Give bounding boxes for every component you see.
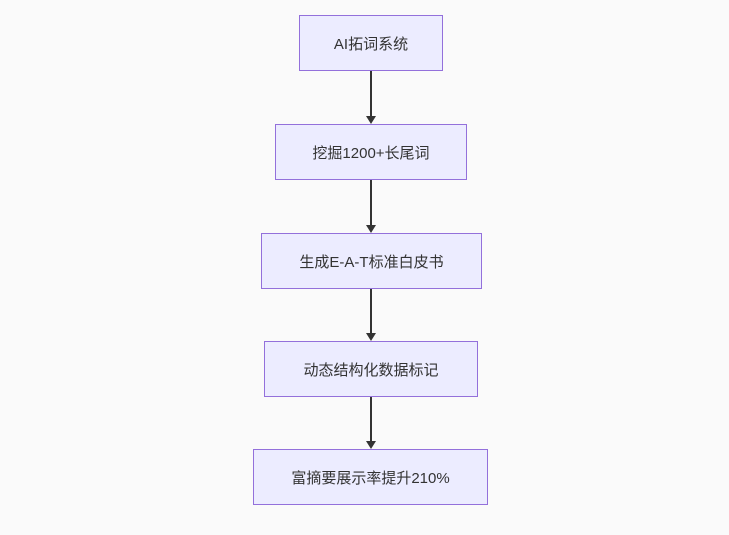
flow-node-structured-data-markup: 动态结构化数据标记 xyxy=(264,341,478,397)
arrow-line xyxy=(370,180,372,225)
flow-node-label: 富摘要展示率提升210% xyxy=(291,469,450,487)
flow-node-label: 挖掘1200+长尾词 xyxy=(312,144,430,162)
flow-node-label: 生成E-A-T标准白皮书 xyxy=(299,253,444,271)
flow-node-label: 动态结构化数据标记 xyxy=(303,361,439,379)
flow-arrow xyxy=(365,180,377,233)
flow-node-label: AI拓词系统 xyxy=(333,35,409,53)
flow-node-rich-snippet-uplift: 富摘要展示率提升210% xyxy=(253,449,488,505)
flow-node-ai-word-expansion: AI拓词系统 xyxy=(299,15,443,71)
arrow-head-icon xyxy=(366,441,376,449)
arrow-head-icon xyxy=(366,225,376,233)
flow-arrow xyxy=(365,397,377,449)
flow-arrow xyxy=(365,289,377,341)
flow-node-longtail-mining: 挖掘1200+长尾词 xyxy=(275,124,467,180)
arrow-line xyxy=(370,289,372,333)
flow-arrow xyxy=(365,71,377,124)
arrow-head-icon xyxy=(366,116,376,124)
arrow-line xyxy=(370,397,372,441)
arrow-head-icon xyxy=(366,333,376,341)
arrow-line xyxy=(370,71,372,116)
flow-node-eat-whitepaper: 生成E-A-T标准白皮书 xyxy=(261,233,482,289)
